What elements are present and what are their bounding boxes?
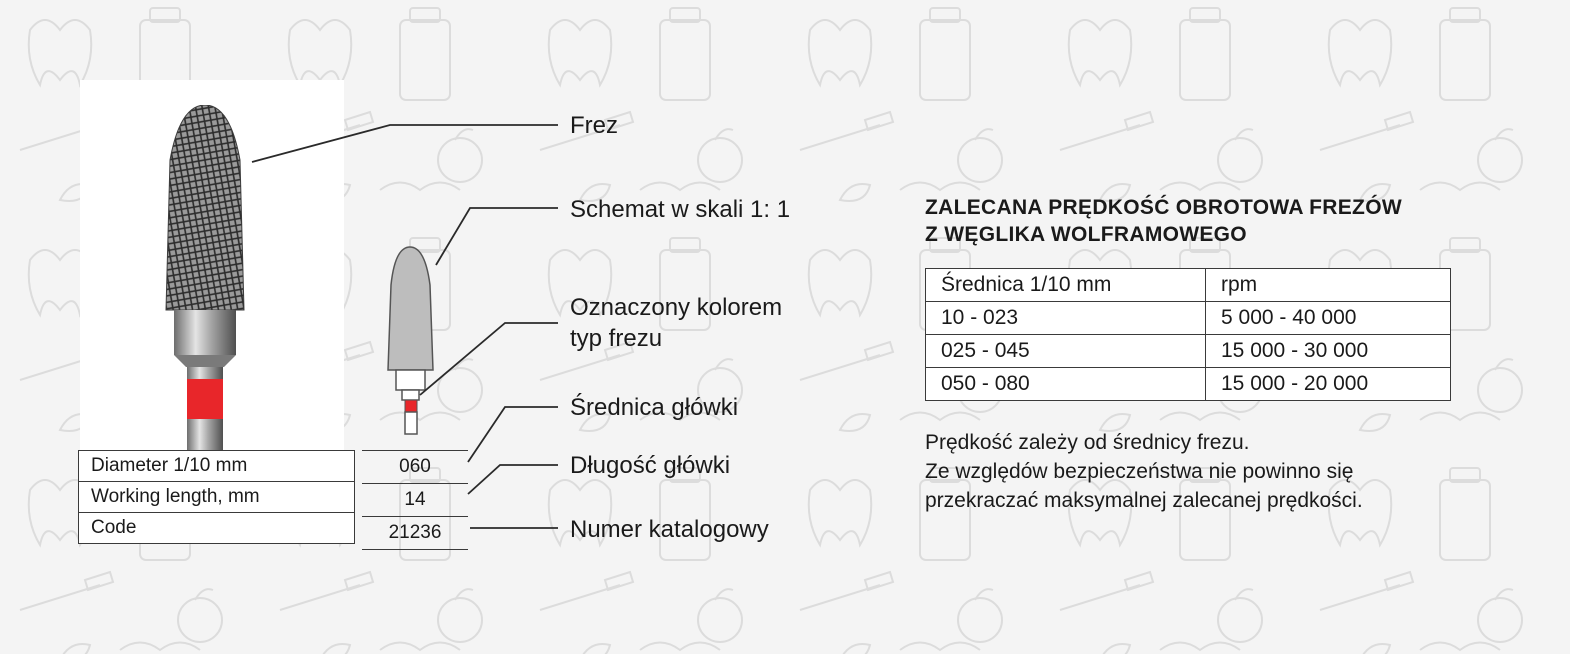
- spec-label: Diameter 1/10 mm: [78, 450, 355, 482]
- speed-table: Średnica 1/10 mm rpm 10 - 023 5 000 - 40…: [925, 268, 1451, 401]
- speed-diameter: 10 - 023: [925, 301, 1206, 335]
- speed-rpm: 15 000 - 30 000: [1205, 334, 1451, 368]
- speed-header-row: Średnica 1/10 mm rpm: [925, 268, 1451, 302]
- speed-note: Prędkość zależy od średnicy frezu. Ze wz…: [925, 428, 1363, 515]
- spec-value-table: 060 14 21236: [362, 450, 468, 550]
- callout-dlugosc: Długość główki: [570, 452, 731, 479]
- carbide-bur-photo: [165, 105, 245, 465]
- callout-frez: Frez: [570, 112, 618, 139]
- spec-label: Working length, mm: [78, 481, 355, 513]
- speed-header-rpm: rpm: [1205, 268, 1451, 302]
- spec-row: Diameter 1/10 mm: [78, 450, 355, 482]
- callout-oznaczony-line1: Oznaczony kolorem: [570, 294, 783, 321]
- spec-row: Code: [78, 512, 355, 544]
- callout-oznaczony-line2: typ frezu: [570, 325, 663, 352]
- callout-schemat: Schemat w skali 1: 1: [570, 196, 791, 223]
- callout-srednica: Średnica główki: [570, 394, 739, 421]
- callout-numer: Numer katalogowy: [570, 516, 769, 543]
- speed-title-line1: ZALECANA PRĘDKOŚĆ OBROTOWA FREZÓW: [925, 196, 1402, 219]
- spec-value: 21236: [362, 516, 468, 550]
- spec-label-table: Diameter 1/10 mm Working length, mm Code: [78, 450, 355, 544]
- speed-section-title: ZALECANA PRĘDKOŚĆ OBROTOWA FREZÓW Z WĘGL…: [925, 194, 1485, 248]
- spec-row: Working length, mm: [78, 481, 355, 513]
- note-line: Ze względów bezpieczeństwa nie powinno s…: [925, 460, 1354, 483]
- spec-value: 14: [362, 483, 468, 517]
- speed-row: 10 - 023 5 000 - 40 000: [925, 301, 1451, 335]
- speed-header-diameter: Średnica 1/10 mm: [925, 268, 1206, 302]
- speed-row: 050 - 080 15 000 - 20 000: [925, 367, 1451, 401]
- spec-label: Code: [78, 512, 355, 544]
- scale-schematic: [387, 246, 434, 435]
- speed-diameter: 025 - 045: [925, 334, 1206, 368]
- spec-value-row: 14: [362, 483, 468, 517]
- spec-value-row: 060: [362, 450, 468, 484]
- spec-value: 060: [362, 450, 468, 484]
- speed-rpm: 15 000 - 20 000: [1205, 367, 1451, 401]
- speed-title-line2: Z WĘGLIKA WOLFRAMOWEGO: [925, 223, 1247, 246]
- note-line: Prędkość zależy od średnicy frezu.: [925, 431, 1250, 454]
- spec-value-row: 21236: [362, 516, 468, 550]
- note-line: przekraczać maksymalnej zalecanej prędko…: [925, 489, 1363, 512]
- speed-row: 025 - 045 15 000 - 30 000: [925, 334, 1451, 368]
- speed-rpm: 5 000 - 40 000: [1205, 301, 1451, 335]
- speed-diameter: 050 - 080: [925, 367, 1206, 401]
